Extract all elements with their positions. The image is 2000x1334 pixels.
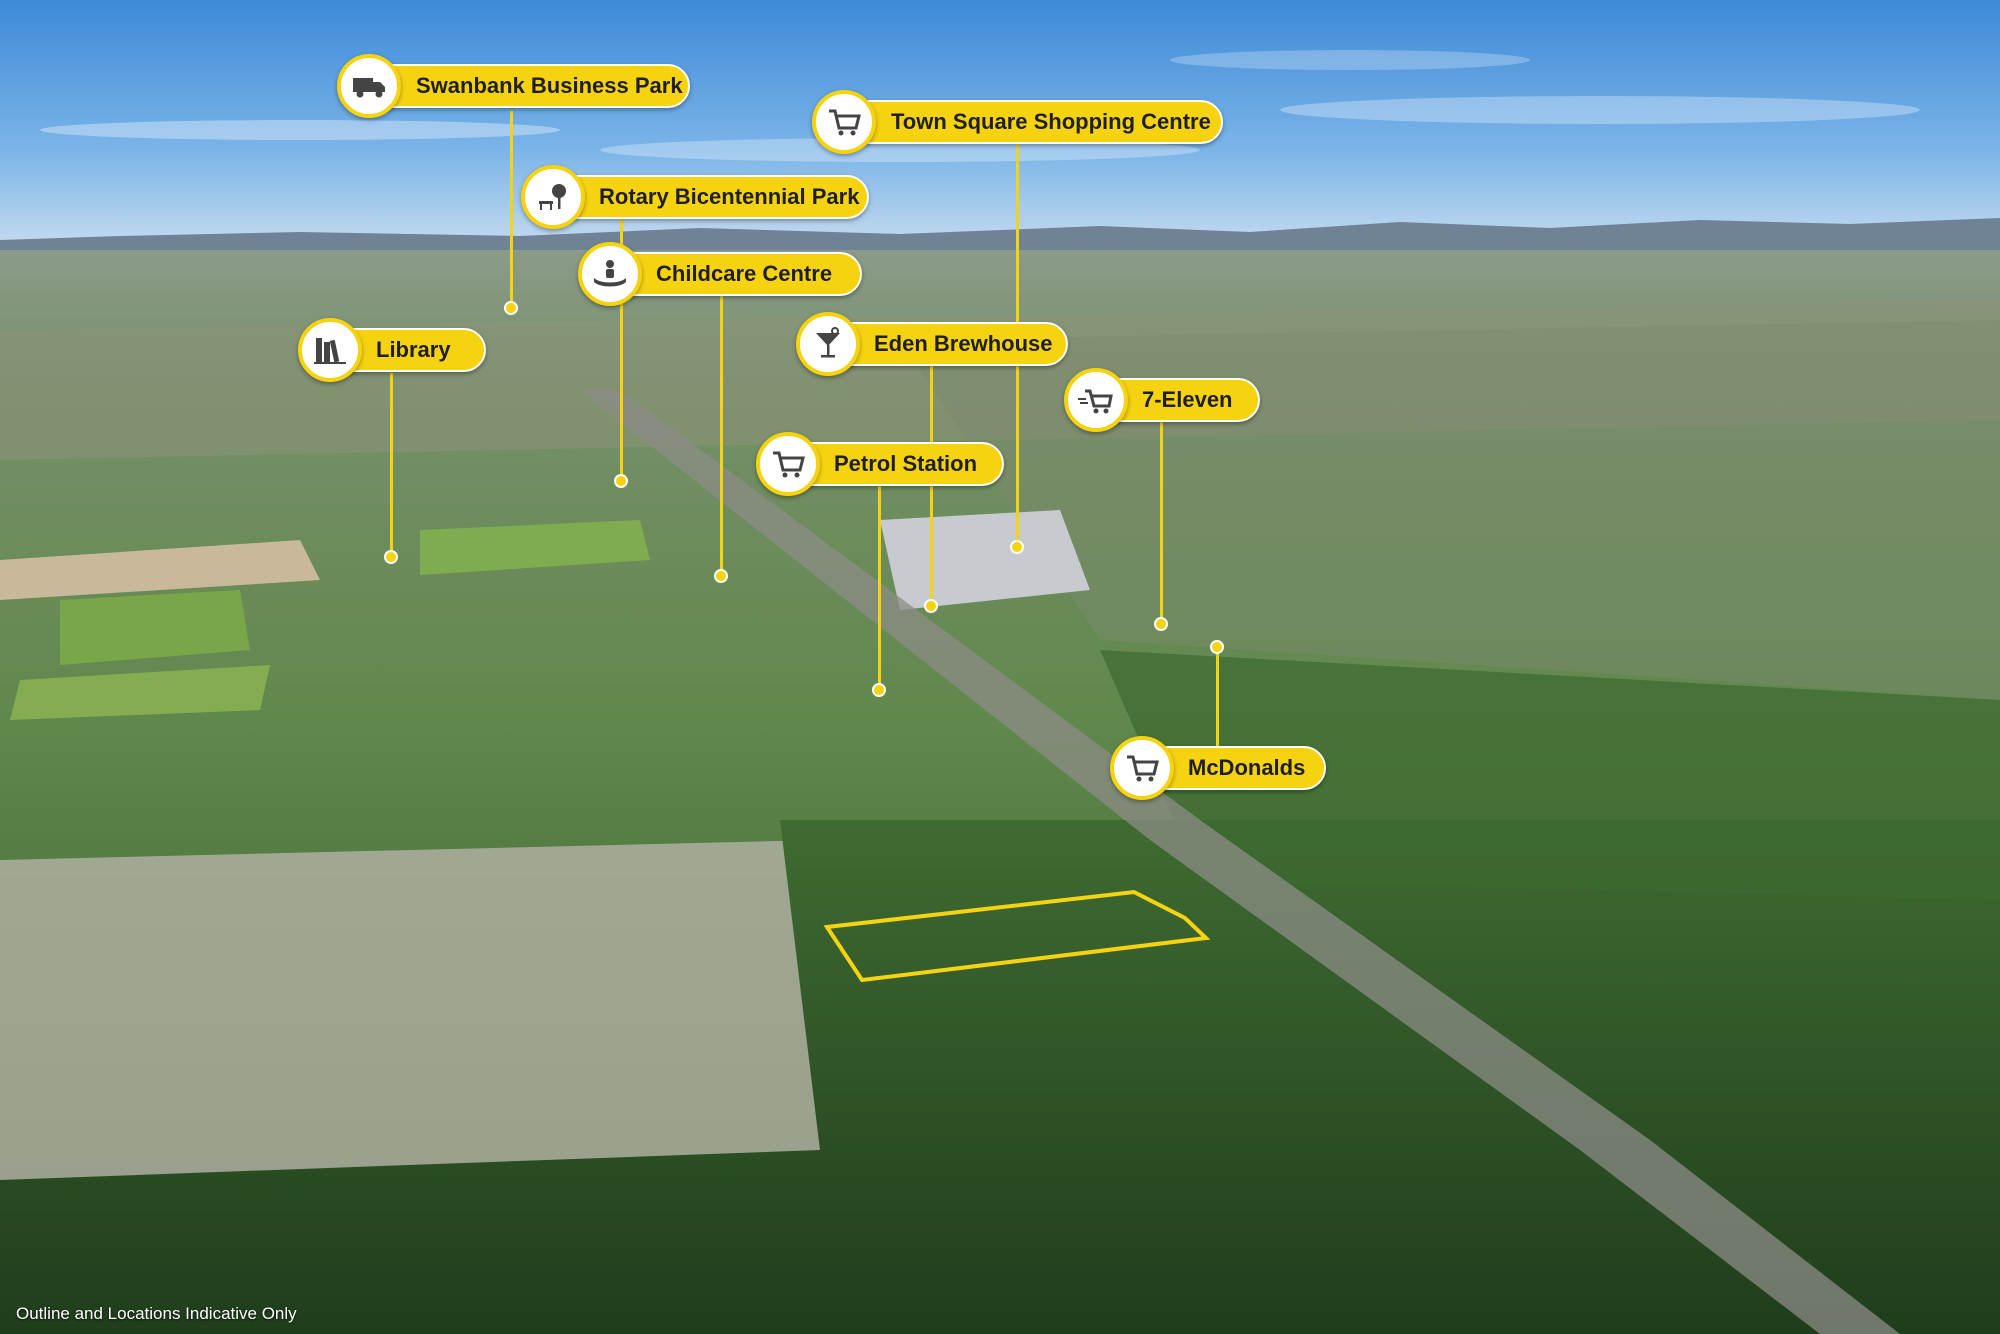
leader-line [390,373,393,555]
label-text: Swanbank Business Park [416,73,683,98]
property-outline [823,889,1211,983]
label-text: Eden Brewhouse [874,331,1053,356]
label-text: Rotary Bicentennial Park [599,184,860,209]
shopping-cart-icon [812,90,876,154]
label-text: Town Square Shopping Centre [891,109,1211,134]
location-dot [384,550,398,564]
sports-field [10,665,270,720]
fast-cart-icon [1064,368,1128,432]
label-text: McDonalds [1188,755,1306,780]
park-bench-tree-icon [521,165,585,229]
cleared-site [0,540,320,600]
label-text: Library [376,337,451,362]
location-dot [1010,540,1024,554]
leader-line [878,485,881,690]
label-pill: Childcare Centre [600,252,862,296]
location-dot [614,474,628,488]
leader-line [1160,422,1163,622]
hand-child-icon [578,242,642,306]
sports-field [60,590,250,665]
leader-line [720,296,723,574]
leader-line [620,219,623,477]
label-text: Childcare Centre [656,261,833,286]
cocktail-glass-icon [796,312,860,376]
label-text: 7-Eleven [1142,387,1233,412]
location-dot [714,569,728,583]
distant-mountains [0,218,2000,260]
forest-right [1100,650,2000,900]
leader-line [1216,648,1219,750]
label-pill: Swanbank Business Park [360,64,690,108]
location-dot [504,301,518,315]
housing-estate [0,840,850,1190]
disclaimer-caption: Outline and Locations Indicative Only [16,1304,297,1323]
location-dot [872,683,886,697]
cloud [1280,96,1920,124]
sports-field [420,520,650,575]
leader-line [510,111,513,307]
books-icon [298,318,362,382]
label-pill: Town Square Shopping Centre [835,100,1223,144]
leader-line [930,366,933,606]
location-dot [1154,617,1168,631]
location-dot [1210,640,1224,654]
cloud [40,120,560,140]
suburb-band [0,300,2000,460]
cloud [600,138,1200,162]
label-text: Petrol Station [834,451,978,476]
location-dot [924,599,938,613]
label-pill: Rotary Bicentennial Park [543,175,869,219]
truck-icon [337,54,401,118]
forest [0,820,2000,1334]
shopping-cart-icon [1110,736,1174,800]
shopping-cart-icon [756,432,820,496]
cloud [1170,50,1530,70]
main-road [580,390,1900,1334]
